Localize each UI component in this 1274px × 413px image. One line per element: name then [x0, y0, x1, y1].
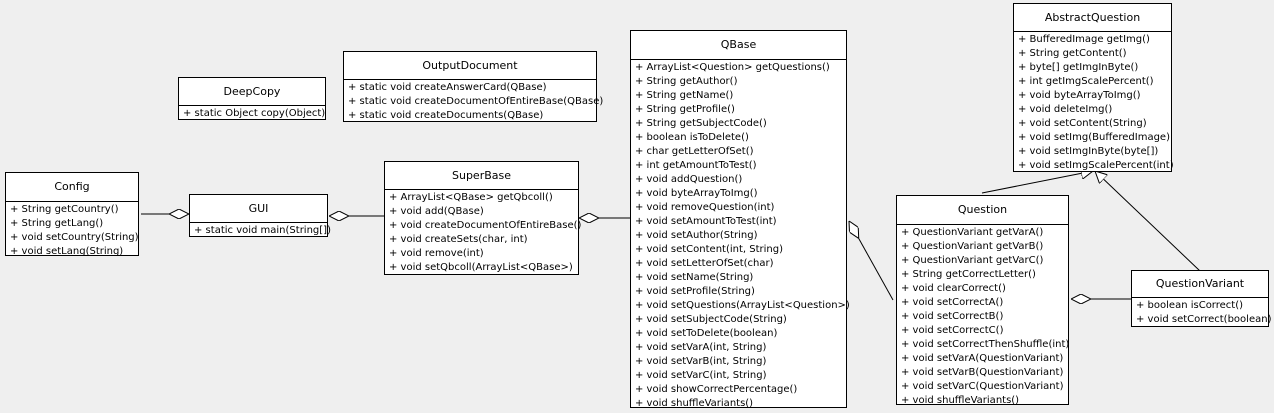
class-name-superbase: SuperBase	[385, 162, 578, 190]
class-name-gui: GUI	[190, 195, 327, 223]
method: + void shuffleVariants()	[635, 398, 754, 409]
class-outputdocument[interactable]: OutputDocument + static void createAnswe…	[343, 51, 604, 123]
method: + void setCorrectThenShuffle(int)	[901, 339, 1070, 350]
class-name-abstractquestion: AbstractQuestion	[1014, 4, 1171, 32]
class-question[interactable]: Question + QuestionVariant getVarA() + Q…	[896, 195, 1070, 408]
methods-question: + QuestionVariant getVarA() + QuestionVa…	[897, 225, 1070, 408]
method: + void remove(int)	[389, 248, 484, 259]
method: + static Object copy(Object)	[183, 108, 326, 119]
method: + void setCorrect(boolean)	[1136, 314, 1272, 325]
method: + String getCountry()	[10, 204, 119, 215]
method: + void showCorrectPercentage()	[635, 384, 798, 395]
method: + void clearCorrect()	[901, 283, 1006, 294]
method: + void setLang(String)	[10, 246, 124, 257]
method: + void setSubjectCode(String)	[635, 314, 787, 325]
generalization-questionvariant-abstractquestion	[1095, 171, 1201, 272]
method: + byte[] getImgInByte()	[1018, 62, 1139, 73]
method: + void setVarB(int, String)	[635, 356, 767, 367]
method: + void createDocumentOfEntireBase()	[389, 220, 582, 231]
method: + void setQuestions(ArrayList<Question>)	[635, 300, 850, 311]
methods-qbase: + ArrayList<Question> getQuestions() + S…	[631, 60, 850, 411]
method: + void setImgScalePercent(int)	[1018, 160, 1174, 171]
method: + void setContent(int, String)	[635, 244, 783, 255]
method: + void setVarC(QuestionVariant)	[901, 381, 1064, 392]
method: + static void createAnswerCard(QBase)	[348, 82, 547, 93]
method: + void setContent(String)	[1018, 118, 1147, 129]
method: + void setVarA(QuestionVariant)	[901, 353, 1064, 364]
method: + String getContent()	[1018, 48, 1127, 59]
method: + void setAuthor(String)	[635, 230, 758, 241]
method: + ArrayList<Question> getQuestions()	[635, 62, 830, 73]
method: + void setVarB(QuestionVariant)	[901, 367, 1064, 378]
methods-config: + String getCountry() + String getLang()…	[6, 202, 139, 259]
method: + static void createDocuments(QBase)	[348, 110, 544, 121]
method: + void deleteImg()	[1018, 104, 1113, 115]
method: + QuestionVariant getVarA()	[901, 227, 1044, 238]
method: + void byteArrayToImg()	[635, 188, 758, 199]
class-superbase[interactable]: SuperBase + ArrayList<QBase> getQbcoll()…	[384, 161, 582, 275]
method: + boolean isCorrect()	[1136, 300, 1244, 311]
method: + static void createDocumentOfEntireBase…	[348, 96, 604, 107]
method: + BufferedImage getImg()	[1018, 34, 1150, 45]
method: + void add(QBase)	[389, 206, 484, 217]
methods-outputdocument: + static void createAnswerCard(QBase) + …	[344, 80, 604, 123]
class-config[interactable]: Config + String getCountry() + String ge…	[5, 172, 139, 259]
methods-abstractquestion: + BufferedImage getImg() + String getCon…	[1014, 32, 1174, 173]
methods-deepcopy: + static Object copy(Object)	[179, 106, 325, 121]
method: + void setLetterOfSet(char)	[635, 258, 774, 269]
method: + void setAmountToTest(int)	[635, 216, 777, 227]
generalization-question-abstractquestion	[981, 171, 1093, 194]
method: + void setCorrectC()	[901, 325, 1004, 336]
method: + QuestionVariant getVarB()	[901, 241, 1044, 252]
class-gui[interactable]: GUI + static void main(String[])	[189, 194, 331, 238]
method: + String getProfile()	[635, 104, 735, 115]
method: + void shuffleVariants()	[901, 395, 1020, 406]
method: + String getCorrectLetter()	[901, 269, 1036, 280]
method: + int getAmountToTest()	[635, 160, 757, 171]
class-name-questionvariant: QuestionVariant	[1132, 271, 1268, 298]
class-name-outputdocument: OutputDocument	[344, 52, 596, 80]
class-name-question: Question	[897, 196, 1068, 225]
method: + ArrayList<QBase> getQbcoll()	[389, 192, 553, 203]
method: + String getName()	[635, 90, 734, 101]
method: + void setToDelete(boolean)	[635, 328, 778, 339]
method: + void removeQuestion(int)	[635, 202, 775, 213]
method: + boolean isToDelete()	[635, 132, 749, 143]
class-name-qbase: QBase	[631, 31, 846, 60]
method: + String getSubjectCode()	[635, 118, 767, 129]
method: + void setVarC(int, String)	[635, 370, 767, 381]
methods-gui: + static void main(String[])	[190, 223, 331, 238]
method: + void setCorrectA()	[901, 297, 1004, 308]
class-qbase[interactable]: QBase + ArrayList<Question> getQuestions…	[630, 30, 850, 411]
method: + void byteArrayToImg()	[1018, 90, 1141, 101]
method: + void setCorrectB()	[901, 311, 1004, 322]
class-name-config: Config	[6, 173, 138, 202]
method: + char getLetterOfSet()	[635, 146, 754, 157]
aggregation-question-qbase	[849, 221, 894, 301]
methods-questionvariant: + boolean isCorrect() + void setCorrect(…	[1132, 298, 1272, 327]
class-questionvariant[interactable]: QuestionVariant + boolean isCorrect() + …	[1131, 270, 1272, 327]
method: + void addQuestion()	[635, 174, 743, 185]
method: + void setVarA(int, String)	[635, 342, 767, 353]
class-deepcopy[interactable]: DeepCopy + static Object copy(Object)	[178, 77, 326, 120]
method: + void setImg(BufferedImage)	[1018, 132, 1170, 143]
method: + QuestionVariant getVarC()	[901, 255, 1044, 266]
method: + void setImgInByte(byte[])	[1018, 146, 1159, 157]
method: + String getLang()	[10, 218, 104, 229]
class-abstractquestion[interactable]: AbstractQuestion + BufferedImage getImg(…	[1013, 3, 1174, 173]
method: + void createSets(char, int)	[389, 234, 528, 245]
method: + void setName(String)	[635, 272, 754, 283]
method: + String getAuthor()	[635, 76, 738, 87]
method: + void setQbcoll(ArrayList<QBase>)	[389, 262, 573, 273]
method: + void setProfile(String)	[635, 286, 755, 297]
methods-superbase: + ArrayList<QBase> getQbcoll() + void ad…	[385, 190, 582, 275]
class-name-deepcopy: DeepCopy	[179, 78, 325, 106]
method: + int getImgScalePercent()	[1018, 76, 1154, 87]
method: + void setCountry(String)	[10, 232, 139, 243]
method: + static void main(String[])	[194, 225, 331, 236]
